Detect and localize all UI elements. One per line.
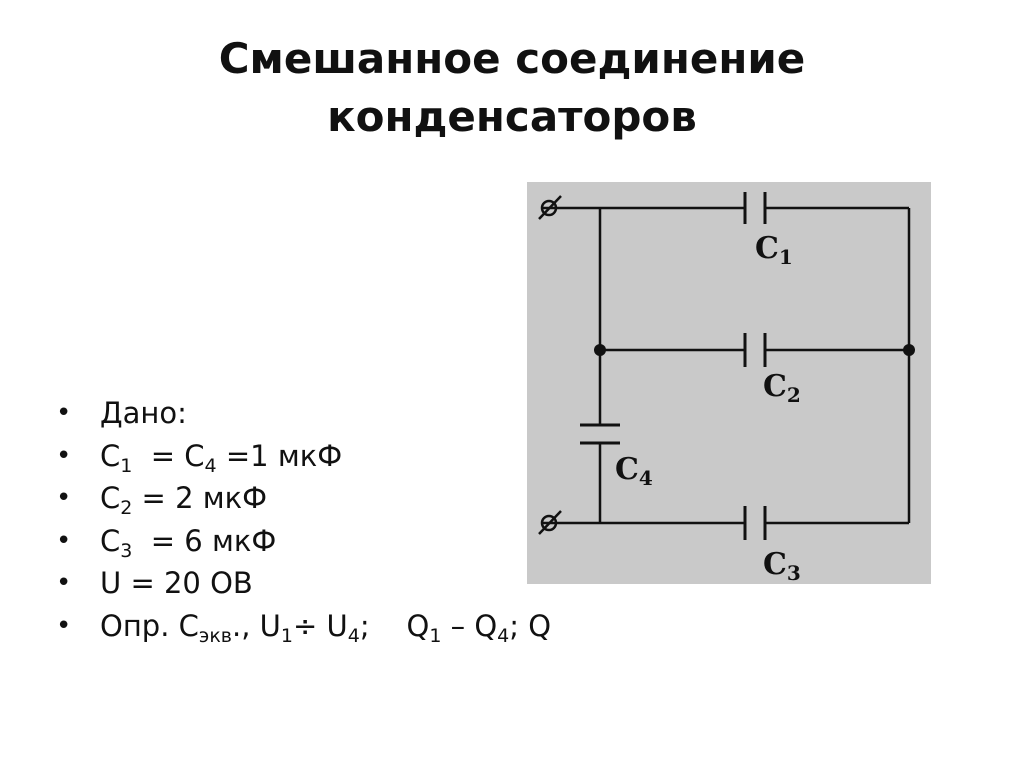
label-c1-sub: 1	[779, 245, 793, 269]
label-c3-sub: 3	[787, 561, 801, 584]
c4-sub: 4	[204, 454, 217, 477]
c1-c4-value: =1 мкФ	[216, 438, 343, 473]
find-p4: ; Q	[359, 608, 430, 643]
c2-value: = 2 мкФ	[132, 481, 268, 515]
find-p3: ÷ U	[292, 608, 348, 643]
label-c2: C2	[763, 369, 801, 407]
label-c2-letter: C	[763, 369, 787, 404]
find-p2: ., U	[232, 608, 281, 643]
c3-letter: C	[100, 523, 121, 558]
circuit-diagram: C1 C2 C4 C3	[527, 182, 931, 584]
terminal-top-slash	[538, 195, 562, 220]
label-c4-letter: C	[615, 452, 639, 487]
c2-letter: C	[100, 481, 121, 515]
c4-letter: = C	[132, 438, 205, 473]
c2-sub: 2	[120, 497, 133, 519]
c3-sub: 3	[120, 539, 133, 562]
find-p5: – Q	[441, 608, 498, 643]
given-find: Опр. Cэкв., U1÷ U4; Q1 – Q4; Q	[56, 605, 551, 648]
given-c1-c4: C1 = C4 =1 мкФ	[56, 435, 551, 478]
slide-title: Смешанное соединение конденсаторов	[0, 30, 1024, 146]
find-p6: ; Q	[509, 608, 552, 643]
label-c1-letter: C	[755, 231, 779, 266]
terminal-top	[538, 195, 562, 220]
label-c4: C4	[615, 452, 653, 490]
junction-dot-left	[594, 344, 606, 356]
title-line-2: конденсаторов	[327, 92, 697, 141]
label-c1: C1	[755, 231, 793, 269]
label-c2-sub: 2	[787, 383, 801, 407]
label-c3-letter: C	[763, 547, 787, 582]
given-list: Дано: C1 = C4 =1 мкФ C2 = 2 мкФ C3 = 6 м…	[56, 392, 551, 647]
find-s4: 1	[429, 624, 442, 647]
c1-letter: C	[100, 438, 121, 473]
given-heading-text: Дано:	[100, 396, 187, 430]
find-s1: экв	[198, 624, 232, 647]
find-s5: 4	[497, 624, 510, 647]
circuit-svg: C1 C2 C4 C3	[538, 192, 915, 584]
label-c3: C3	[763, 547, 801, 584]
given-heading: Дано:	[56, 392, 551, 435]
circuit-wires	[541, 192, 911, 540]
junction-dot-right	[903, 344, 915, 356]
c3-value: = 6 мкФ	[132, 523, 277, 558]
given-voltage: U = 20 ОВ	[56, 562, 551, 605]
voltage-text: U = 20 ОВ	[100, 566, 253, 600]
find-s2: 1	[280, 624, 293, 647]
given-c3: C3 = 6 мкФ	[56, 520, 551, 563]
given-c2: C2 = 2 мкФ	[56, 477, 551, 520]
c1-sub: 1	[120, 454, 133, 477]
terminal-top-circle	[540, 199, 558, 217]
find-p1: Опр. C	[100, 608, 199, 643]
find-s3: 4	[347, 624, 360, 647]
label-c4-sub: 4	[639, 466, 653, 490]
title-line-1: Смешанное соединение	[218, 34, 806, 83]
